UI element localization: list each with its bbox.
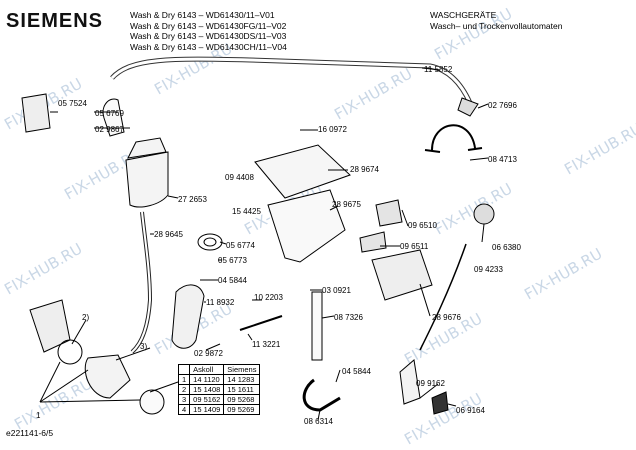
drawer-housing-part xyxy=(267,189,346,263)
table-cell: 15 1408 xyxy=(189,384,225,395)
pump-part xyxy=(29,299,71,353)
table-cell: 14 1120 xyxy=(189,374,225,385)
hose-part xyxy=(130,211,153,354)
part-label: 09 6510 xyxy=(408,221,437,230)
pressure-switch-part xyxy=(473,203,495,225)
callout-label: 3) xyxy=(140,342,147,351)
part-label: 03 0921 xyxy=(322,286,351,295)
callout-label: 2) xyxy=(82,313,89,322)
part-label: 11 5852 xyxy=(424,65,453,74)
model-line: Wash & Dry 6143 – WD61430FG/11–V02 xyxy=(130,20,287,31)
category-subtitle: Wasch– und Trockenvollautomaten xyxy=(430,20,563,31)
table-row: 2 15 1408 15 1611 xyxy=(177,384,261,395)
elbow-hose-part xyxy=(102,98,125,137)
part-label: 09 6511 xyxy=(400,242,429,251)
table-cell: 15 1611 xyxy=(223,384,261,395)
part-label: 28 9675 xyxy=(332,200,361,209)
part-label: 28 9645 xyxy=(154,230,183,239)
part-label: 28 9674 xyxy=(350,165,379,174)
drawer-part xyxy=(371,249,433,301)
part-label: 05 6773 xyxy=(218,256,247,265)
hose-end-part xyxy=(457,97,479,117)
lid-plate-part xyxy=(254,144,351,199)
model-list: Wash & Dry 6143 – WD61430/11–V01 Wash & … xyxy=(130,10,287,52)
part-label: 11 3221 xyxy=(252,340,281,349)
part-label: 05 6774 xyxy=(226,241,255,250)
model-line: Wash & Dry 6143 – WD61430/11–V01 xyxy=(130,10,275,20)
part-label: 11 8932 xyxy=(206,298,235,307)
part-label: 27 2653 xyxy=(178,195,207,204)
part-label: 06 9164 xyxy=(456,406,485,415)
seal-ring-part xyxy=(57,339,83,365)
valve-part xyxy=(375,199,403,227)
document-code: e221141-6/5 xyxy=(6,428,54,438)
part-label: 09 4233 xyxy=(474,265,503,274)
callout-label: 1 xyxy=(36,411,41,420)
part-label: 08 6314 xyxy=(304,417,333,426)
part-labels: 05 7524 05 6769 02 9867 16 0972 11 5852 … xyxy=(36,65,521,426)
table-cell: 2 xyxy=(177,384,191,395)
part-label: 10 2203 xyxy=(254,293,283,302)
part-label: 02 7696 xyxy=(488,101,517,110)
pipe-part xyxy=(311,291,323,361)
rod-part xyxy=(239,315,283,331)
valve-part xyxy=(359,231,387,253)
part-label: 05 7524 xyxy=(58,99,87,108)
part-label: 15 4425 xyxy=(232,207,261,216)
clip-part xyxy=(431,391,449,415)
brand-logo: SIEMENS xyxy=(6,10,104,32)
part-label: 16 0972 xyxy=(318,125,347,134)
pump-housing-part xyxy=(84,354,131,399)
part-label: 02 9872 xyxy=(194,349,223,358)
category-heading: WASCHGERÄTE Wasch– und Trockenvollautoma… xyxy=(430,10,562,31)
category-title: WASCHGERÄTE xyxy=(430,10,497,20)
table-cell: 3 xyxy=(177,394,191,405)
table-cell: 09 5162 xyxy=(189,394,225,405)
table-header xyxy=(177,364,191,375)
table-cell: 09 5268 xyxy=(223,394,261,405)
table-row: 3 09 5162 09 5268 xyxy=(177,394,261,405)
table-cell: 09 5269 xyxy=(223,404,261,415)
table-row: 1 14 1120 14 1283 xyxy=(177,374,261,385)
part-label: 09 9162 xyxy=(416,379,445,388)
table-header: Siemens xyxy=(223,364,261,375)
table-cell: 1 xyxy=(177,374,191,385)
part-label: 09 4408 xyxy=(225,173,254,182)
part-label: 06 6380 xyxy=(492,243,521,252)
part-label: 04 5844 xyxy=(342,367,371,376)
part-label: 08 4713 xyxy=(488,155,517,164)
part-label: 02 9867 xyxy=(95,125,124,134)
bracket-part xyxy=(424,124,483,153)
table-cell: 15 1409 xyxy=(189,404,225,415)
part-label: 04 5844 xyxy=(218,276,247,285)
table-cell: 14 1283 xyxy=(223,374,261,385)
table-header-row: Askoll Siemens xyxy=(177,364,261,375)
parts-table: Askoll Siemens 1 14 1120 14 1283 2 15 14… xyxy=(177,364,261,415)
model-line: Wash & Dry 6143 – WD61430CH/11–V04 xyxy=(130,41,287,52)
elbow-part xyxy=(302,378,341,412)
table-cell: 4 xyxy=(177,404,191,415)
table-row: 4 15 1409 09 5269 xyxy=(177,404,261,415)
flap-part xyxy=(21,93,51,133)
part-label: 05 6769 xyxy=(95,109,124,118)
model-line: Wash & Dry 6143 – WD61430DS/11–V03 xyxy=(130,31,287,41)
bellows-hose-part xyxy=(171,284,205,349)
ring-part xyxy=(197,233,223,251)
part-label: 08 7326 xyxy=(334,313,363,322)
table-header: Askoll xyxy=(189,364,225,375)
container-part xyxy=(125,151,169,208)
part-label: 28 9676 xyxy=(432,313,461,322)
